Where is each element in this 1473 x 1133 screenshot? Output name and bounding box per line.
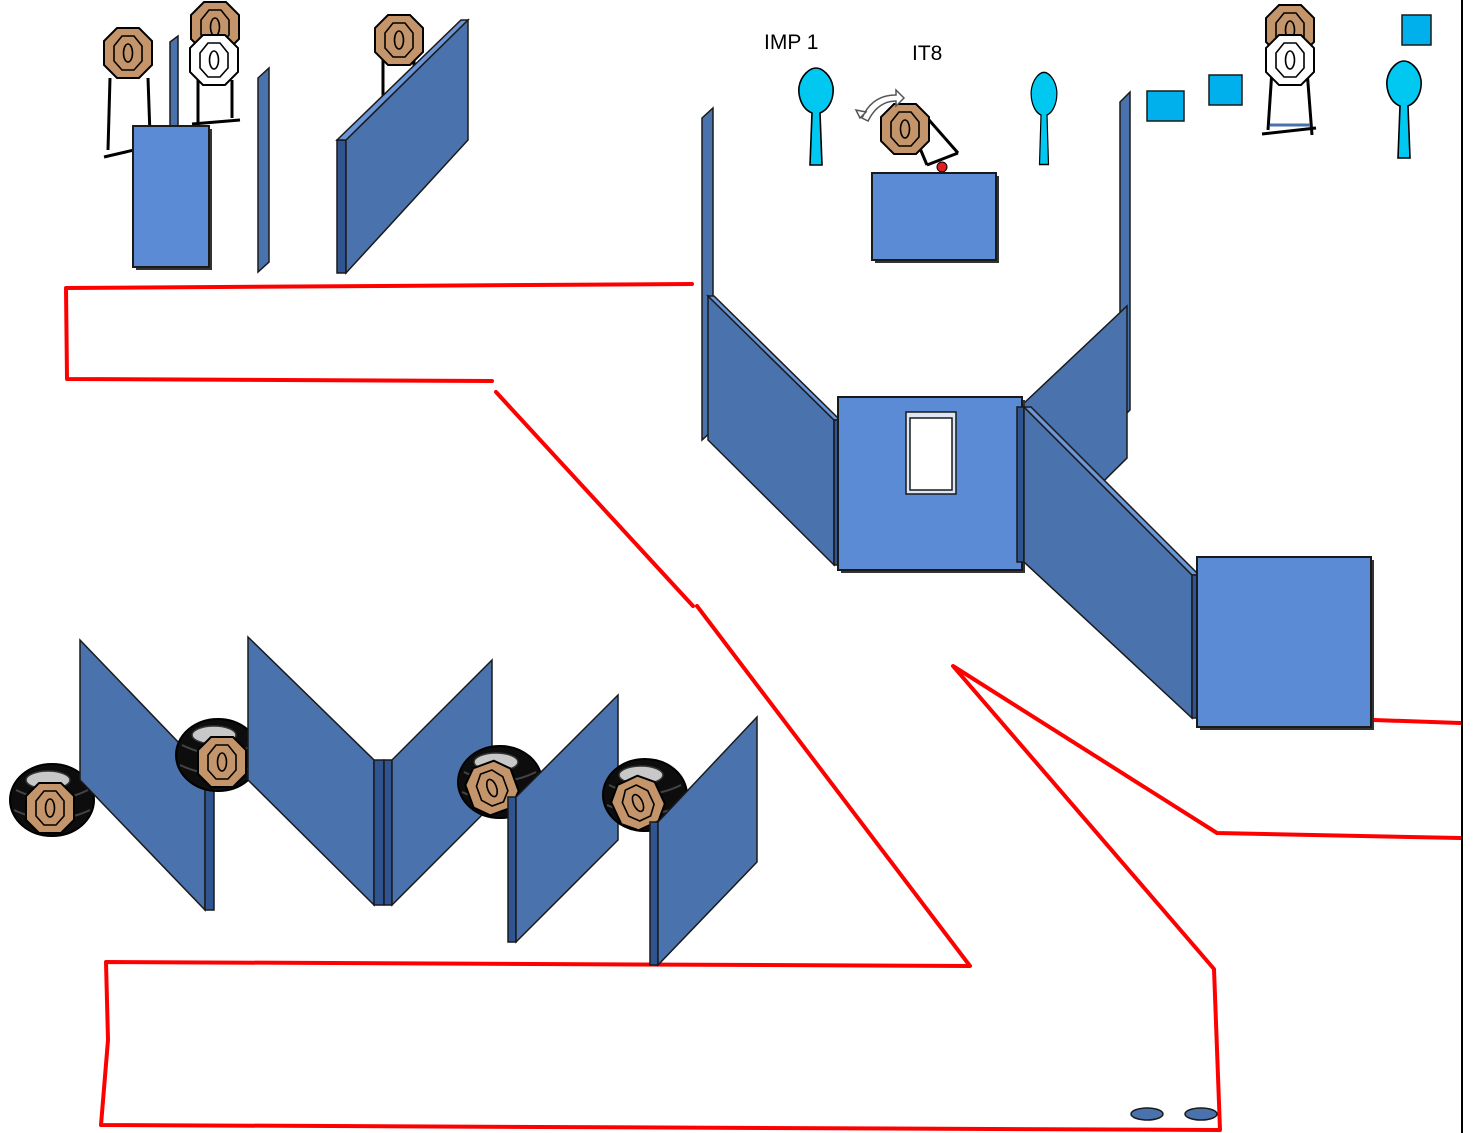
swinger-label: IT8 <box>912 42 942 65</box>
start-position-icon <box>1130 1107 1218 1121</box>
popper-label: IMP 1 <box>764 31 818 54</box>
steel-plate-icon <box>1208 74 1243 106</box>
wall-panel-top-left <box>335 18 470 275</box>
boundary-line-lower <box>99 604 1462 1132</box>
wall-panel-lower-5 <box>649 715 758 967</box>
port-window <box>905 411 957 495</box>
swinger-arrow-icon <box>854 88 906 123</box>
steel-plate-icon <box>1401 14 1432 46</box>
steel-popper-icon <box>1030 71 1058 166</box>
paper-target-icon <box>103 27 153 79</box>
target-stand-center <box>191 80 241 126</box>
boundary-line-diagonal-left <box>494 390 695 608</box>
swinger-target <box>854 88 960 173</box>
no-shoot-target-icon <box>189 34 239 86</box>
shooting-area-boundary <box>64 282 1462 1132</box>
wall-panel-center-left <box>706 294 844 567</box>
wall-panel-lower-2 <box>247 635 385 907</box>
barricade-box-top-left <box>132 125 212 270</box>
thin-wall-left <box>169 34 179 136</box>
steel-popper-icon <box>1386 60 1422 159</box>
paper-target-icon <box>880 103 930 155</box>
wall-panel-lower-1 <box>79 638 215 912</box>
boundary-line-upper <box>64 282 694 383</box>
target-stand-top-right <box>1261 69 1317 136</box>
barricade-box-window <box>837 396 1025 573</box>
boundary-line-right <box>1372 718 1462 725</box>
barricade-box-swinger <box>871 172 999 263</box>
paper-target-icon <box>374 14 424 66</box>
barricade-box-right <box>1196 556 1374 730</box>
wall-panel-lower-4 <box>507 693 619 944</box>
thin-wall-center <box>257 66 270 274</box>
steel-plate-icon <box>1146 90 1185 122</box>
steel-popper-icon <box>798 67 834 166</box>
no-shoot-target-icon <box>1265 34 1315 86</box>
